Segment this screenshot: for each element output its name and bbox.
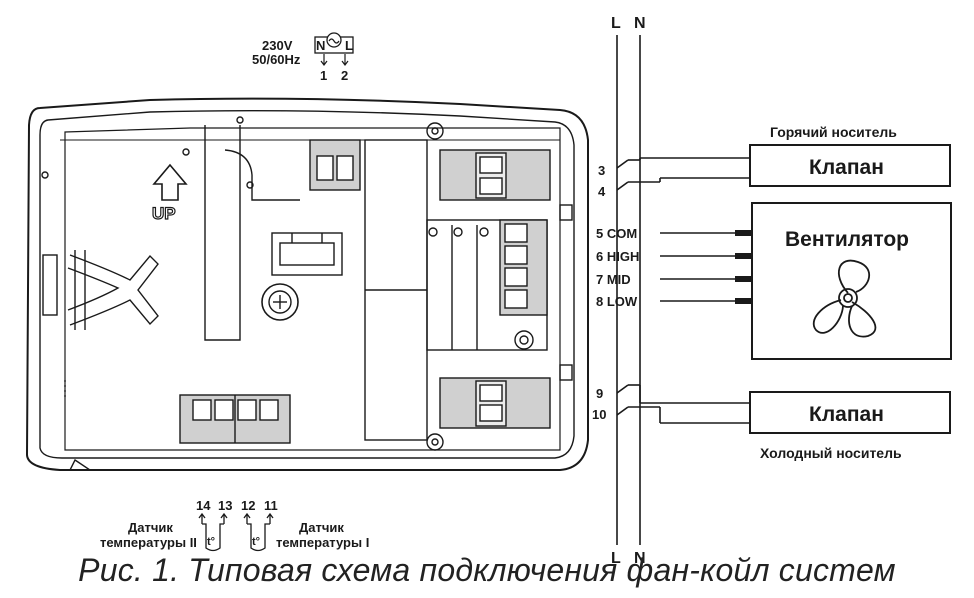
arrow-down-icon [341,60,349,66]
terminal-labels: 3 4 5 COM 6 HIGH 7 MID 8 LOW 9 10 [592,163,639,422]
terminal-5-com: 5 COM [596,226,637,241]
sensor1-icon-text: t° [252,536,260,548]
thermostat-board [25,97,589,471]
power-n-label: N [316,38,325,53]
arrow-up-icon [198,512,206,519]
fan-wire-ends [735,230,752,304]
sensor2-label-line2: температуры II [100,535,197,550]
power-terminal-2: 2 [341,68,348,83]
power-l-label: L [345,38,353,53]
supply-lines [616,35,750,545]
sensor1-terminal-12: 12 [241,498,255,513]
terminal-8-low: 8 LOW [596,294,638,309]
terminal-9: 9 [596,386,603,401]
voltage-label: 230V [262,38,293,53]
fan-box [751,202,952,360]
sensor2-label-line1: Датчик [128,520,173,535]
arrow-up-icon [243,512,251,519]
frequency-label: 50/60Hz [252,52,301,67]
figure-caption: Рис. 1. Типовая схема подключения фан-ко… [78,552,896,588]
up-label: UP [152,204,176,223]
bottom-l-label: L [611,550,621,567]
sensor2-icon-text: t° [207,536,215,548]
hot-medium-label: Горячий носитель [770,124,897,140]
terminal-4: 4 [598,184,606,199]
fan-label: Вентилятор [785,228,909,251]
sensor1-terminal-11: 11 [264,498,278,513]
cold-valve-box [749,391,951,434]
top-l-label: L [611,15,621,32]
arrow-down-icon [320,60,328,66]
thermometer-icon [202,523,224,552]
fan-wires [660,232,735,302]
arrow-up-icon [266,512,274,519]
arrow-up-icon [220,512,228,519]
thermometer-icon [247,523,270,552]
temperature-sensors: 14 13 12 11 t° t° Датчик температуры II … [100,498,369,552]
cold-valve-label: Клапан [809,403,884,426]
terminal-3: 3 [598,163,605,178]
terminal-6-high: 6 HIGH [596,249,639,264]
power-terminal-1: 1 [320,68,327,83]
sensor2-terminal-14: 14 [196,498,211,513]
hot-valve-label: Клапан [809,156,884,179]
bottom-n-label: N [634,550,646,567]
hot-valve-box [749,144,951,187]
sensor1-label-line1: Датчик [299,520,344,535]
terminal-10: 10 [592,407,606,422]
sensor2-terminal-13: 13 [218,498,232,513]
power-supply: 230V 50/60Hz N L 1 2 [252,32,354,83]
sensor1-label-line2: температуры I [276,535,369,550]
fan-icon [812,259,877,338]
cold-medium-label: Холодный носитель [760,445,902,461]
top-n-label: N [634,15,646,32]
terminal-7-mid: 7 MID [596,272,631,287]
